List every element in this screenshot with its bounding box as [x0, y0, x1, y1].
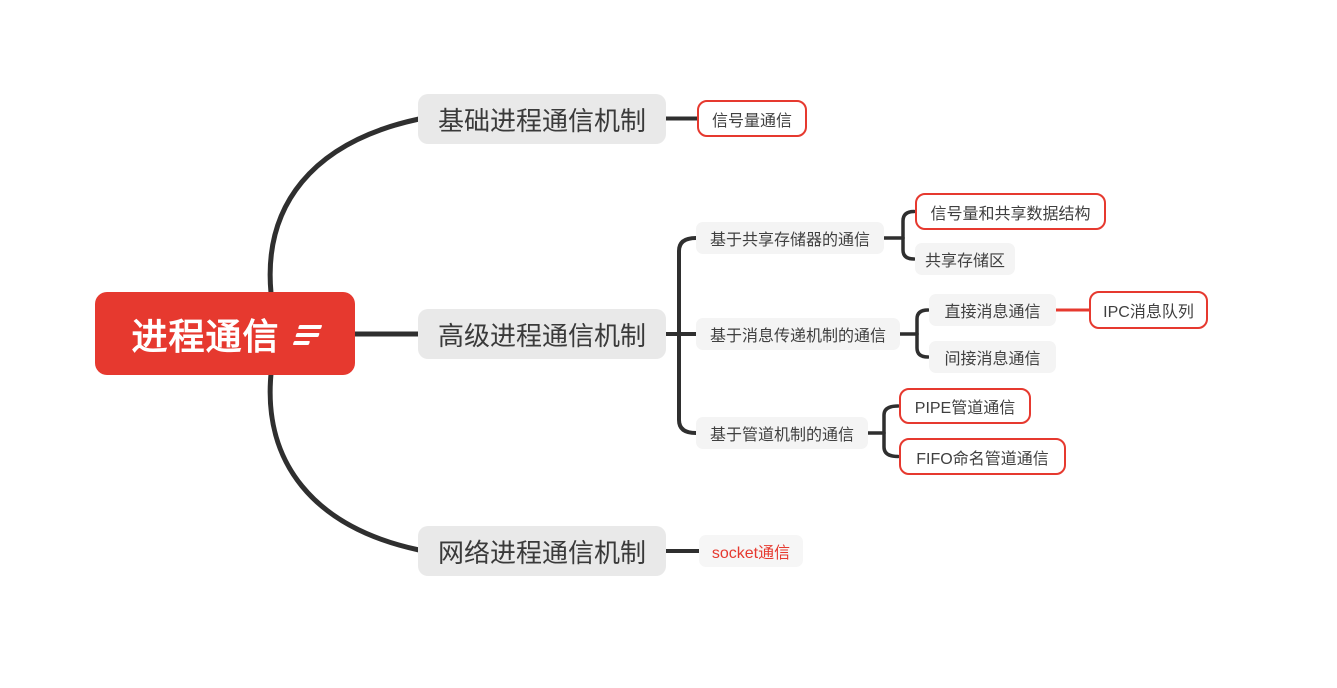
root-node-process-communication[interactable]: 进程通信 [95, 292, 355, 375]
edge-message-bracket-arms [915, 308, 930, 359]
node-shared-storage-area[interactable]: 共享存储区 [915, 243, 1015, 275]
node-label: 信号量通信 [711, 112, 792, 130]
node-pipe-mechanism-communication[interactable]: 基于管道机制的通信 [696, 417, 868, 449]
node-pipe-communication[interactable]: PIPE管道通信 [899, 388, 1031, 424]
root-node-label: 进程通信 [131, 315, 280, 357]
node-basic-ipc-mechanism[interactable]: 基础进程通信机制 [418, 94, 666, 144]
node-label: 高级进程通信机制 [437, 320, 646, 351]
node-label: FIFO命名管道通信 [916, 450, 1049, 468]
node-label: 基于共享存储器的通信 [709, 232, 870, 249]
notes-icon[interactable] [292, 325, 322, 345]
node-label: 基于消息传递机制的通信 [709, 328, 886, 345]
node-indirect-message-communication[interactable]: 间接消息通信 [929, 341, 1056, 373]
node-label: PIPE管道通信 [914, 400, 1016, 417]
node-direct-message-communication[interactable]: 直接消息通信 [929, 294, 1056, 326]
edge-root-basic [267, 116, 422, 296]
node-fifo-named-pipe-communication[interactable]: FIFO命名管道通信 [899, 438, 1066, 475]
edge-pipe-bracket-arms [882, 404, 900, 459]
edge-root-network [267, 371, 422, 553]
node-ipc-message-queue[interactable]: IPC消息队列 [1089, 291, 1208, 329]
node-label: 共享存储区 [924, 253, 1005, 270]
node-label: 基础进程通信机制 [437, 105, 646, 136]
node-label: 网络进程通信机制 [437, 537, 646, 568]
node-label: 直接消息通信 [944, 304, 1041, 321]
node-semaphore-shared-structure[interactable]: 信号量和共享数据结构 [915, 193, 1106, 230]
node-label: 间接消息通信 [944, 351, 1041, 368]
node-semaphore-communication[interactable]: 信号量通信 [697, 100, 807, 137]
node-socket-communication[interactable]: socket通信 [699, 535, 803, 567]
node-label: IPC消息队列 [1103, 304, 1194, 321]
edge-sharedmem-bracket-arms [901, 209, 916, 261]
node-shared-memory-communication[interactable]: 基于共享存储器的通信 [696, 222, 884, 254]
node-advanced-ipc-mechanism[interactable]: 高级进程通信机制 [418, 309, 666, 359]
node-label: 基于管道机制的通信 [709, 427, 854, 444]
edge-advanced-bracket-arms [677, 236, 698, 435]
node-label: socket通信 [711, 545, 791, 562]
node-label: 信号量和共享数据结构 [930, 205, 1091, 223]
node-message-passing-communication[interactable]: 基于消息传递机制的通信 [696, 318, 900, 350]
node-network-ipc-mechanism[interactable]: 网络进程通信机制 [418, 526, 666, 576]
